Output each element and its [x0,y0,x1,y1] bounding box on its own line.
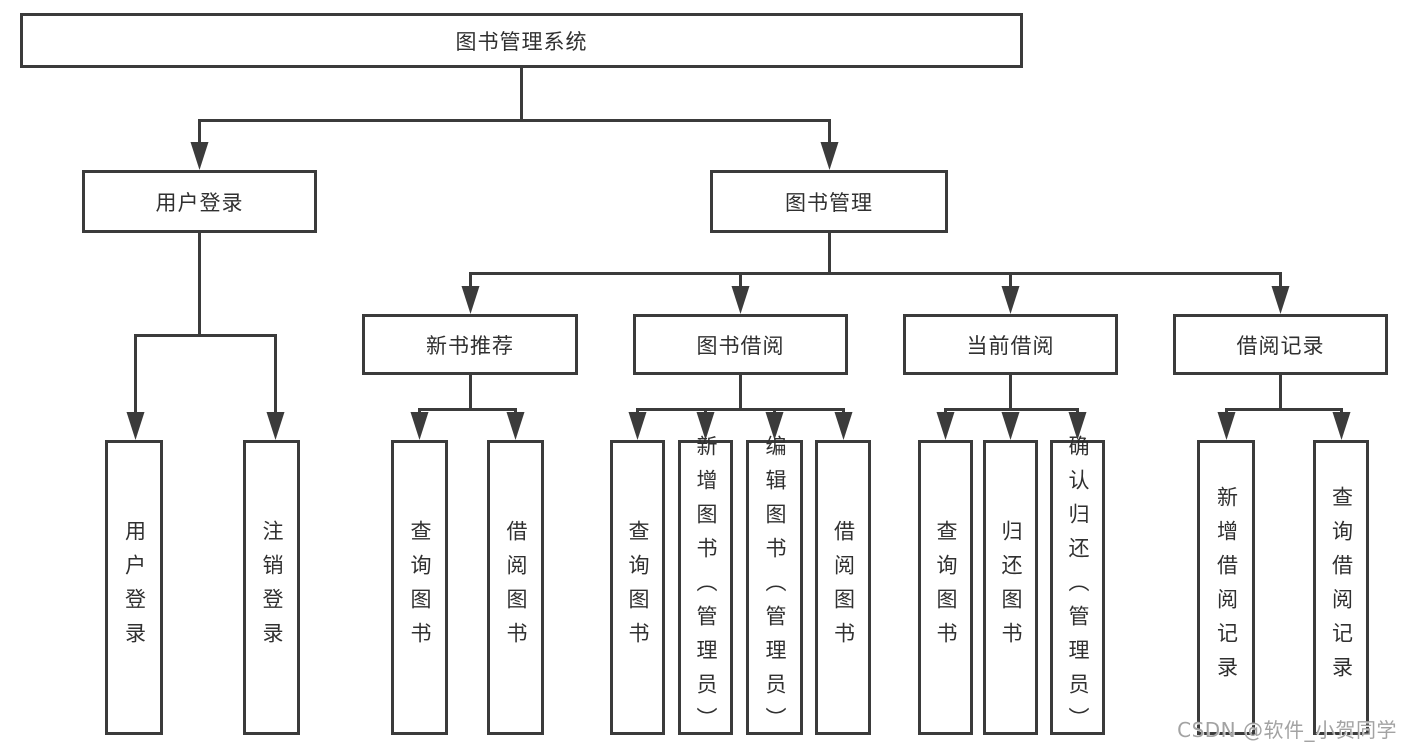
node-label: 新书推荐 [426,333,514,358]
node-leaf-query-book-2: 查询图书 [610,440,665,735]
connector-root [198,68,831,144]
node-label: 当前借阅 [966,333,1055,358]
node-leaf-query-book-3: 查询图书 [918,440,973,735]
arrowhead [1332,412,1351,440]
node-leaf-logout: 注销登录 [243,440,300,735]
node-label: 新增图书（管理员） [694,434,718,741]
node-label: 借阅图书 [504,519,528,656]
arrowhead [1271,286,1290,314]
arrowhead [190,142,209,170]
connector-new-books [418,375,517,414]
connector-book-mgmt [469,233,1282,288]
node-label: 确认归还（管理员） [1066,434,1090,741]
arrowhead [834,412,853,440]
arrowhead [820,142,839,170]
arrowhead [266,412,285,440]
node-label: 查询图书 [626,519,650,656]
node-label: 借阅图书 [831,519,856,656]
node-label: 用户登录 [155,190,244,215]
node-leaf-borrow-book-1: 借阅图书 [487,440,544,735]
node-label: 图书管理系统 [455,29,588,54]
node-label: 归还图书 [999,519,1023,656]
node-label: 查询图书 [934,519,958,656]
node-leaf-add-borrow-record: 新增借阅记录 [1197,440,1255,735]
arrowhead [628,412,647,440]
node-new-book-recommend: 新书推荐 [362,314,578,375]
node-leaf-user-login: 用户登录 [105,440,163,735]
csdn-watermark: CSDN @软件_小贺同学 [1177,718,1397,742]
node-label: 新增借阅记录 [1214,485,1239,690]
node-label: 图书借阅 [696,333,785,358]
arrowhead [126,412,145,440]
arrowhead [731,286,750,314]
connector-borrow-records [1225,375,1343,414]
node-leaf-edit-book-admin: 编辑图书（管理员） [746,435,803,741]
node-label: 图书管理 [785,190,873,215]
connector-user-login [134,233,277,414]
node-leaf-confirm-return-admin: 确认归还（管理员） [1050,435,1105,741]
node-leaf-add-book-admin: 新增图书（管理员） [678,435,733,741]
arrowhead [1001,286,1020,314]
node-leaf-borrow-book-2: 借阅图书 [815,440,871,735]
connector-current-borrow [944,375,1079,414]
node-user-login: 用户登录 [82,170,317,233]
node-label: 查询借阅记录 [1329,485,1354,690]
arrowhead [410,412,429,440]
node-label: 用户登录 [122,519,147,656]
arrowhead [1001,412,1020,440]
node-root-system: 图书管理系统 [20,13,1023,68]
arrowhead [1217,412,1236,440]
node-current-borrowing: 当前借阅 [903,314,1118,375]
node-label: 查询图书 [408,519,432,656]
node-book-management: 图书管理 [710,170,948,233]
node-borrow-records: 借阅记录 [1173,314,1388,375]
node-label: 编辑图书（管理员） [763,434,787,741]
arrowhead [461,286,480,314]
node-leaf-query-borrow-record: 查询借阅记录 [1313,440,1369,735]
arrowhead [506,412,525,440]
connector-book-borrow [636,375,845,414]
node-label: 借阅记录 [1236,333,1325,358]
node-leaf-return-book: 归还图书 [983,440,1038,735]
node-book-borrowing: 图书借阅 [633,314,848,375]
node-leaf-query-book-1: 查询图书 [391,440,448,735]
arrowhead [936,412,955,440]
node-label: 注销登录 [260,519,284,656]
